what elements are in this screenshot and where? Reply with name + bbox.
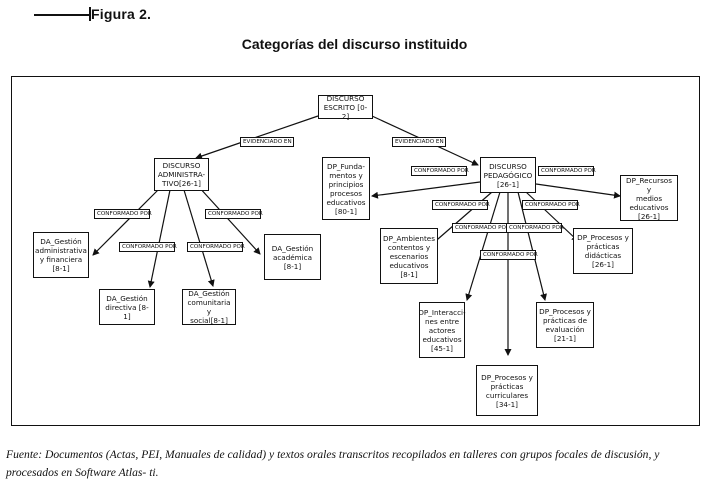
edge-label-ped-r2: CONFORMADO POR: [522, 200, 580, 210]
edge-label-ped-l3: CONFORMADO POR: [452, 223, 510, 233]
node-evaluacion: DP_Procesos y prácticas de evaluación [2…: [536, 302, 594, 348]
figure-rule: [34, 14, 90, 16]
node-curriculares: DP_Procesos y prácticas curriculares [34…: [476, 365, 538, 416]
edge-label-ped-l2: CONFORMADO POR: [432, 200, 490, 210]
edge-admin-gestacad: [197, 185, 261, 255]
edge-admin-gestcom: [183, 189, 215, 287]
figure-label: Figura 2.: [91, 6, 152, 22]
edge-label-evidenciado-left: EVIDENCIADO EN: [240, 137, 294, 147]
edge-label-admin-right: CONFORMADO POR: [205, 209, 263, 219]
node-didacticas: DP_Procesos y prácticas didácticas [26-1…: [573, 228, 633, 274]
node-gestion-directiva: DA_Gestión directiva [8-1]: [99, 289, 155, 325]
edge-admin-gestdir: [147, 189, 171, 288]
edge-label-admin-left: CONFORMADO POR: [94, 209, 152, 219]
edge-ped-interacciones: [465, 191, 501, 301]
figure-caption: Fuente: Documentos (Actas, PEI, Manuales…: [6, 448, 660, 479]
figure-rule-tick: [89, 7, 91, 21]
node-gestion-comunitaria: DA_Gestión comunitaria y social[8-1]: [182, 289, 236, 325]
edge-label-evidenciado-right: EVIDENCIADO EN: [392, 137, 446, 147]
edge-admin-gestadmin: [92, 187, 161, 256]
edge-ped-evaluacion: [517, 191, 547, 301]
diagram-title: Categorías del discurso instituido: [241, 36, 468, 52]
edge-label-admin-mid2: CONFORMADO POR: [187, 242, 245, 252]
edge-label-ped-r3: CONFORMADO POR: [506, 223, 564, 233]
edge-ped-recursos: [535, 183, 621, 199]
edge-ped-fund: [371, 181, 481, 199]
edge-label-ped-right: CONFORMADO POR: [538, 166, 596, 176]
edge-label-ped-mid: CONFORMADO POR: [480, 250, 538, 260]
edge-label-admin-mid1: CONFORMADO POR: [119, 242, 177, 252]
edge-label-ped-left: CONFORMADO POR: [411, 166, 469, 176]
node-gestion-administrativa: DA_Gestión administrativa y financiera […: [33, 232, 89, 278]
node-discurso-pedagogico: DISCURSO PEDAGÓGICO [26-1]: [480, 157, 536, 193]
node-interacciones: DP_Interacci- nes entre actores educativ…: [418, 302, 466, 358]
node-fundamentos: DP_Funda- mentos y principios procesos e…: [322, 157, 370, 220]
node-discurso-escrito: DISCURSO ESCRITO [0-2]: [318, 94, 373, 121]
node-recursos: DP_Recursos y medios educativos [26-1]: [620, 175, 678, 221]
node-gestion-academica: DA_Gestión académica [8-1]: [264, 234, 321, 280]
node-ambientes: DP_Ambientes contentos y escenarios educ…: [380, 228, 438, 284]
diagram-frame: [11, 76, 700, 426]
node-discurso-administrativo: DISCURSO ADMINISTRA- TIVO[26-1]: [154, 158, 209, 191]
